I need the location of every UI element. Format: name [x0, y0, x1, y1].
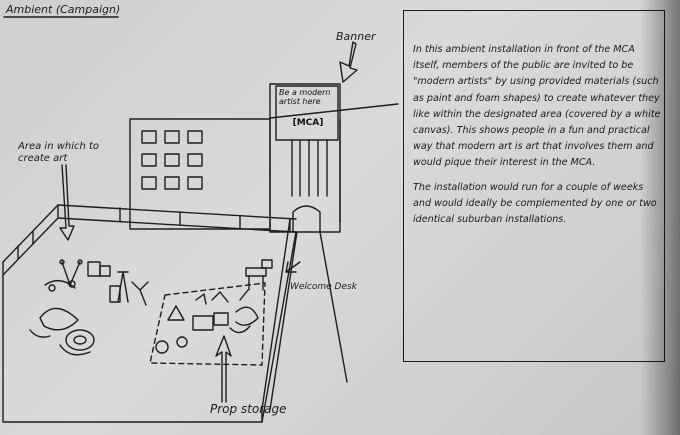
banner-sign — [275, 85, 339, 141]
prop-storage-label: Prop storage — [210, 402, 287, 416]
walkway-left — [269, 231, 298, 411]
banner-label: Banner — [336, 30, 376, 43]
welcome-desk-label: Welcome Desk — [290, 282, 357, 292]
banner-sign-text: Be a modern artist here — [279, 88, 331, 106]
mca-logo: [MCA] — [292, 118, 324, 128]
canvas-area-outline — [2, 217, 297, 423]
fence-posts — [2, 204, 297, 423]
mca-door — [292, 205, 321, 233]
description-paragraph-1: In this ambient installation in front of… — [413, 44, 661, 169]
photo-shadow — [640, 0, 680, 435]
windows — [141, 130, 203, 190]
welcome-desk — [245, 259, 301, 291]
banner-arrow — [339, 41, 358, 83]
area-label: Area in which to create art — [18, 141, 100, 164]
page-title: Ambient (Campaign) — [6, 3, 121, 16]
artwork-scribbles — [29, 259, 149, 356]
prop-storage-arrow — [215, 335, 232, 403]
banner-columns — [291, 139, 328, 197]
area-arrow — [59, 164, 75, 241]
left-building — [129, 118, 271, 230]
mca-building — [269, 83, 341, 233]
prop-storage-box — [149, 282, 266, 366]
description-text: In this ambient installation in front of… — [413, 42, 661, 236]
description-box — [403, 10, 665, 362]
description-paragraph-2: The installation would run for a couple … — [413, 181, 657, 226]
building-roofline — [269, 103, 399, 119]
walkway-right — [319, 231, 348, 383]
props — [155, 289, 259, 354]
